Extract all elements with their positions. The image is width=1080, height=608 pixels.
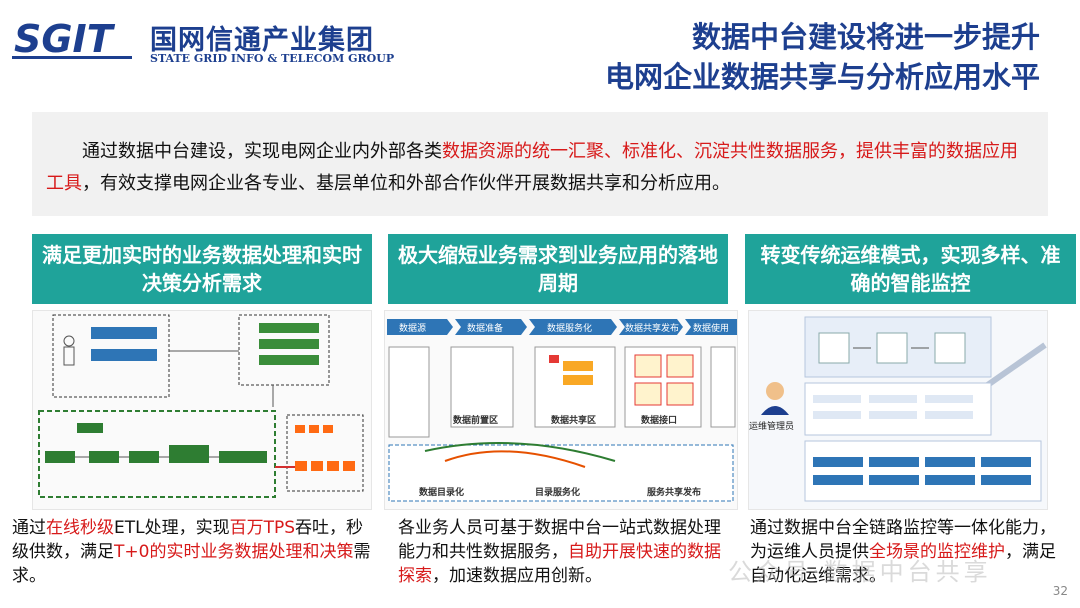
box-label: 数据接口 bbox=[641, 414, 677, 426]
column-text-cycle: 各业务人员可基于数据中台一站式数据处理能力和共性数据服务，自助开展快速的数据探索… bbox=[398, 518, 721, 586]
box-label: 数据前置区 bbox=[453, 414, 498, 426]
column-header-realtime: 满足更加实时的业务数据处理和实时决策分析需求 bbox=[32, 234, 372, 304]
sgit-logo: SGIT bbox=[12, 16, 137, 62]
data-pipeline-diagram: 数据源 数据准备 数据服务化 数据共享发布 数据使用 数据前置区 数据共享区 数… bbox=[384, 310, 738, 510]
etl-flow-diagram bbox=[32, 310, 372, 510]
stage-label: 数据源 bbox=[399, 322, 426, 334]
logo-text: SGIT bbox=[14, 17, 116, 61]
company-name-en: STATE GRID INFO & TELECOM GROUP bbox=[150, 52, 395, 65]
page-title-line2: 电网企业数据共享与分析应用水平 bbox=[604, 60, 1040, 94]
company-name-cn: 国网信通产业集团 bbox=[150, 25, 374, 56]
monitoring-diagram: 运维管理员 bbox=[748, 310, 1048, 510]
column-text-realtime: 通过在线秒级ETL处理，实现百万TPS吞吐，秒级供数，满足T+0的实时业务数据处… bbox=[12, 518, 371, 586]
column-header-cycle: 极大缩短业务需求到业务应用的落地周期 bbox=[388, 234, 728, 304]
stage-label: 数据准备 bbox=[467, 322, 503, 334]
intro-text: 通过数据中台建设，实现电网企业内外部各类数据资源的统一汇聚、标准化、沉淀共性数据… bbox=[46, 141, 1018, 194]
stage-label: 数据共享发布 bbox=[625, 322, 679, 334]
stage-label: 数据服务化 bbox=[547, 322, 592, 334]
stage-arrows: 数据源 数据准备 数据服务化 数据共享发布 数据使用 bbox=[387, 319, 737, 335]
bottom-label: 数据目录化 bbox=[419, 486, 464, 498]
bottom-label: 服务共享发布 bbox=[647, 486, 701, 498]
person-label: 运维管理员 bbox=[749, 420, 794, 432]
page-title-line1: 数据中台建设将进一步提升 bbox=[691, 20, 1040, 54]
column-header-monitoring: 转变传统运维模式，实现多样、准确的智能监控 bbox=[745, 234, 1076, 304]
bottom-label: 目录服务化 bbox=[535, 486, 580, 498]
box-label: 数据共享区 bbox=[551, 414, 596, 426]
intro-box: 通过数据中台建设，实现电网企业内外部各类数据资源的统一汇聚、标准化、沉淀共性数据… bbox=[32, 112, 1048, 216]
page-number: 32 bbox=[1052, 584, 1068, 598]
column-text-monitoring: 通过数据中台全链路监控等一体化能力，为运维人员提供全场景的监控维护，满足自动化运… bbox=[750, 518, 1056, 586]
watermark: 公众号·数据中台共享 bbox=[728, 558, 992, 586]
intro-highlight: 数据资源的统一汇聚、标准化、沉淀共性数据服务，提供丰富的数据应用工具 bbox=[46, 141, 1018, 194]
stage-label: 数据使用 bbox=[693, 322, 729, 334]
